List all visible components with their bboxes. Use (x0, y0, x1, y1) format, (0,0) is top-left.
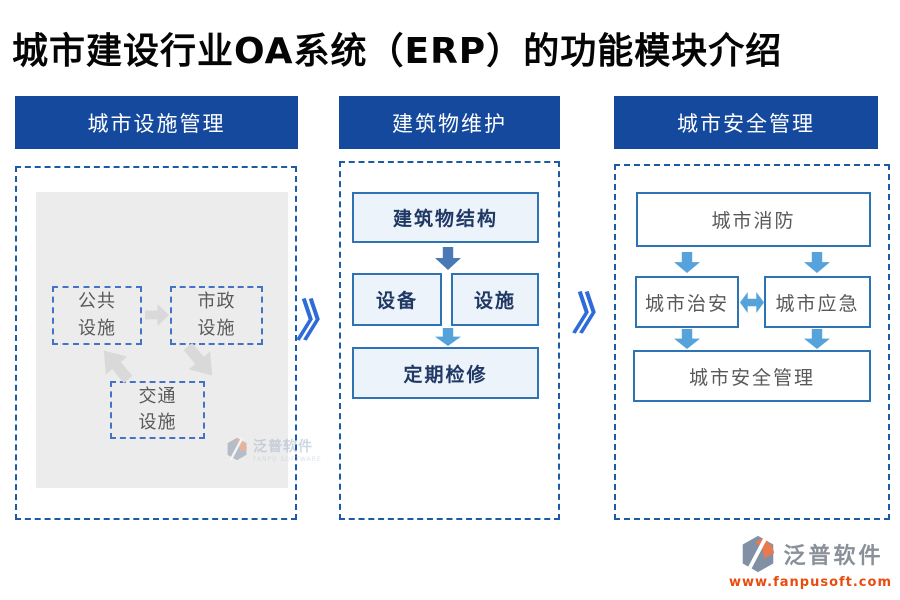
node-public-facilities: 公共 设施 (52, 286, 142, 345)
node-city-fire: 城市消防 (636, 192, 871, 247)
node-building-structure: 建筑物结构 (352, 192, 539, 243)
column-header-city-safety: 城市安全管理 (614, 96, 878, 149)
arrow-double-horizontal-icon (740, 292, 764, 313)
watermark-brand-cn: 泛普软件 (253, 439, 313, 455)
fanpu-logo: 泛普软件 www.fanpusoft.com (729, 533, 892, 590)
fanpu-logo-icon (743, 534, 775, 574)
node-periodic-maintenance: 定期检修 (352, 347, 539, 399)
brand-url: www.fanpusoft.com (728, 575, 892, 590)
fanpu-logo-icon (227, 437, 248, 461)
column-header-building-maintenance: 建筑物维护 (339, 96, 560, 149)
column-header-city-facilities: 城市设施管理 (15, 96, 298, 149)
watermark-faded-logo: 泛普软件 FANPU SOFTWARE (224, 436, 322, 463)
chevron-double-right-icon: 》 (570, 289, 622, 340)
chevron-double-right-icon: 》 (294, 296, 346, 347)
watermark-brand-en: FANPU SOFTWARE (253, 456, 322, 463)
node-facility: 设施 (451, 273, 539, 326)
node-city-safety-management: 城市安全管理 (633, 350, 871, 402)
node-city-emergency: 城市应急 (764, 276, 871, 328)
page-title: 城市建设行业OA系统（ERP）的功能模块介绍 (12, 31, 783, 72)
brand-name: 泛普软件 (783, 544, 884, 569)
node-traffic-facilities: 交通 设施 (110, 381, 205, 439)
node-city-security: 城市治安 (635, 276, 739, 328)
node-equipment: 设备 (352, 273, 442, 326)
node-municipal-facilities: 市政 设施 (170, 286, 263, 345)
